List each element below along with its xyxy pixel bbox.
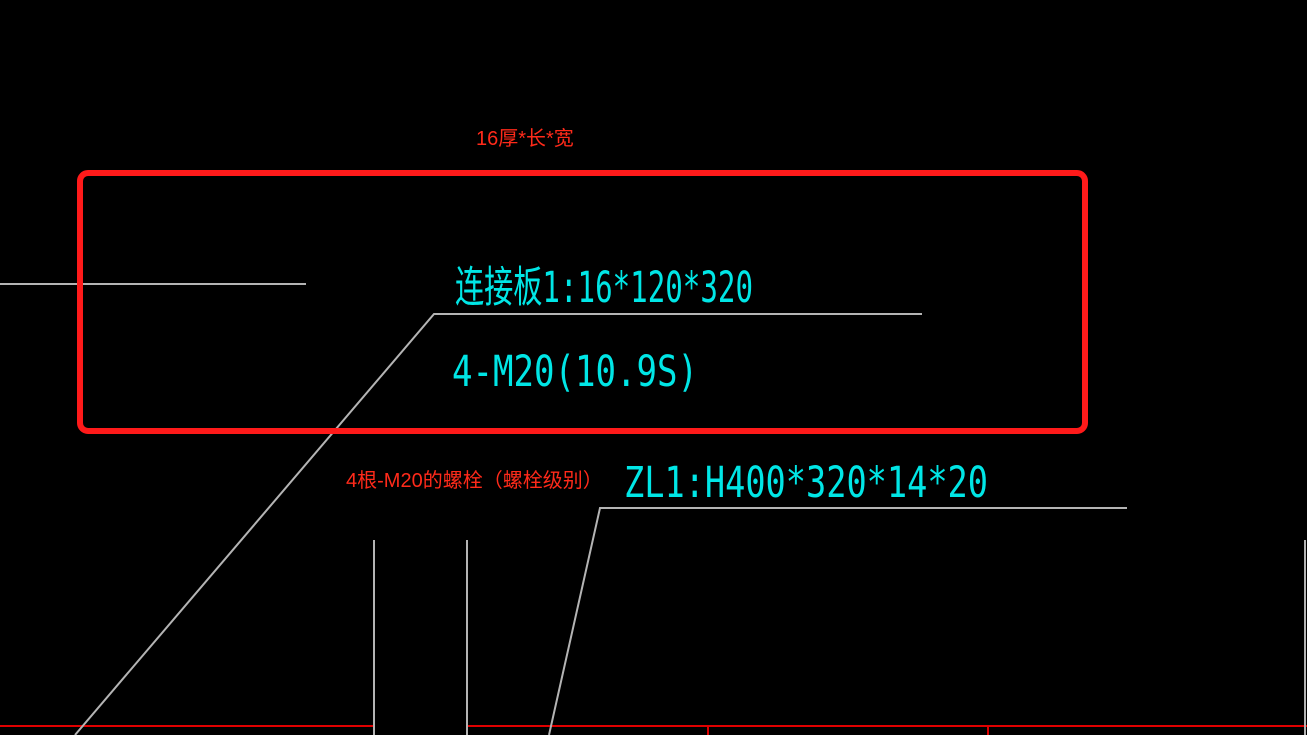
cad-geometry	[0, 283, 1306, 735]
highlight-box	[77, 170, 1088, 434]
plate-label: 连接板1:16*120*320	[455, 263, 753, 313]
beam-label: ZL1:H400*320*14*20	[624, 458, 988, 508]
bolt-note: 4根-M20的螺栓（螺栓级别）	[346, 469, 603, 492]
plate-leader-line	[74, 313, 922, 735]
beam-leader-line	[548, 507, 1127, 735]
bottom-grid-lines	[0, 725, 1307, 735]
plate-dims-note: 16厚*长*宽	[476, 127, 574, 150]
bolt-label: 4-M20(10.9S)	[452, 347, 698, 397]
